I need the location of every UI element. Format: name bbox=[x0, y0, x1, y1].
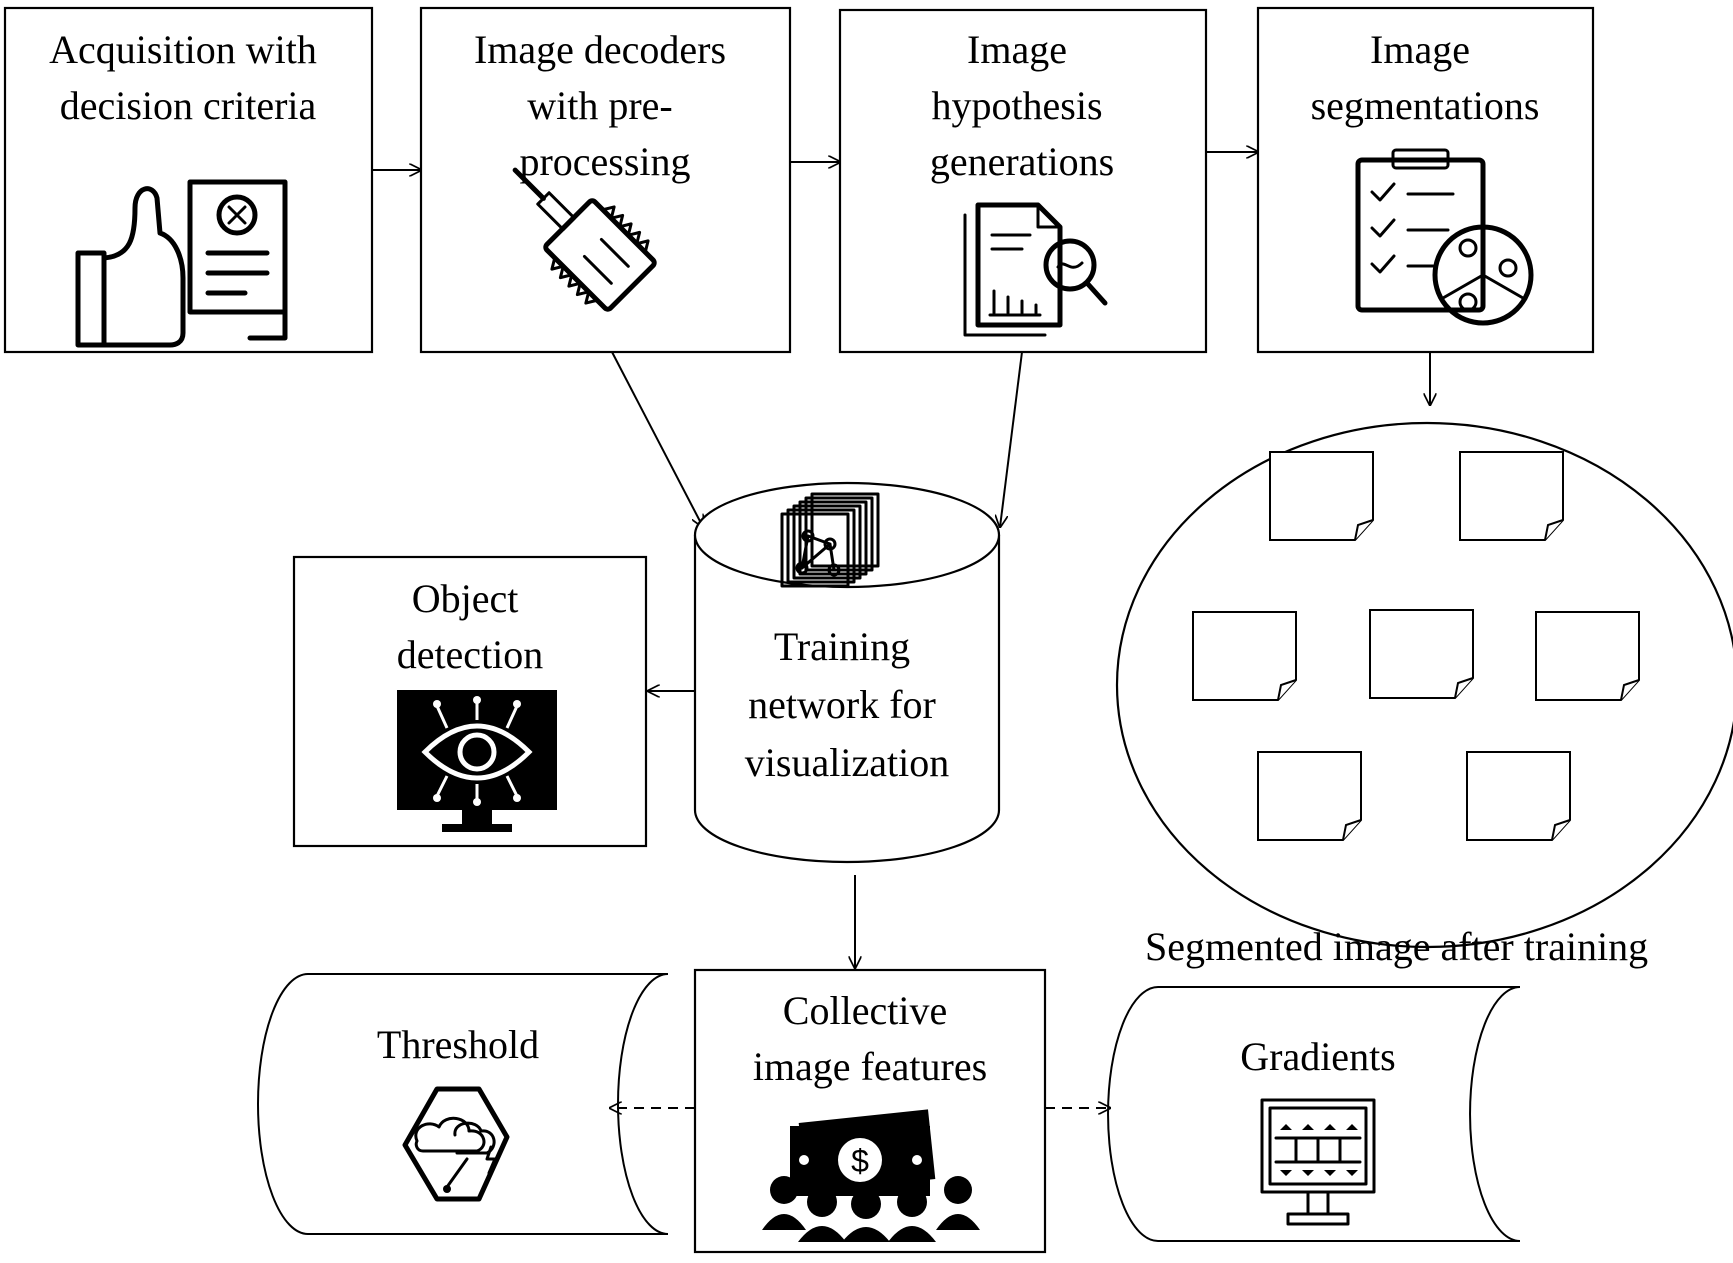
segmentations-label-line-2: segmentations bbox=[1311, 83, 1540, 128]
gradients-label: Gradients bbox=[1240, 1034, 1396, 1079]
acquisition-node: Acquisition with decision criteria bbox=[3, 6, 374, 354]
hand-stop-document-icon bbox=[75, 179, 288, 348]
segment-piece bbox=[1257, 751, 1362, 841]
hypothesis-node: Image hypothesis generations bbox=[838, 8, 1208, 354]
acquisition-label-line-1: Acquisition with bbox=[49, 27, 317, 72]
ai-eye-monitor-icon bbox=[397, 690, 557, 832]
decoders-label-line-2: with pre- bbox=[527, 83, 673, 128]
svg-text:Image segmentations: Image segmentations bbox=[1311, 27, 1540, 128]
object-detection-node: Object detection bbox=[292, 555, 648, 848]
segment-piece bbox=[1192, 611, 1297, 701]
threshold-label: Threshold bbox=[377, 1022, 539, 1067]
segment-piece bbox=[1269, 451, 1374, 541]
gradients-node: Gradients bbox=[1107, 986, 1521, 1242]
acquisition-label-line-2: decision criteria bbox=[60, 83, 317, 128]
money-group-icon: $ bbox=[762, 1109, 980, 1242]
threshold-node: Threshold bbox=[257, 973, 669, 1235]
training-node: Training network for visualization bbox=[693, 481, 1001, 864]
training-label-line-1: Training bbox=[774, 624, 910, 669]
object-detection-label-line-2: detection bbox=[397, 632, 544, 677]
training-label-line-3: visualization bbox=[745, 740, 949, 785]
svg-text:Acquisition with decisio: Acquisition with decision criteria bbox=[49, 27, 327, 128]
decoders-label-line-3: processing bbox=[519, 139, 690, 184]
svg-text:Collective image feature: Collective image features bbox=[753, 988, 987, 1089]
checklist-users-icon bbox=[1355, 148, 1534, 326]
svg-text:Image decoders with pre-: Image decoders with pre- processing bbox=[474, 27, 736, 184]
training-label-line-2: network for bbox=[748, 682, 936, 727]
segment-piece bbox=[1535, 611, 1640, 701]
svg-text:$: $ bbox=[851, 1143, 869, 1179]
hypothesis-label-line-1: Image bbox=[967, 27, 1067, 72]
segmentations-node: Image segmentations bbox=[1256, 6, 1595, 354]
svg-text:Training network for: Training network for visualization bbox=[745, 624, 949, 785]
report-magnifier-icon bbox=[963, 202, 1108, 337]
storm-cloud-icon bbox=[402, 1086, 510, 1202]
arrow-hypothesis-to-training bbox=[1000, 351, 1023, 527]
decoders-label-line-1: Image decoders bbox=[474, 27, 726, 72]
svg-text:Image hypothesis g: Image hypothesis generations bbox=[930, 27, 1114, 184]
segmented-caption: Segmented image after training bbox=[1145, 924, 1648, 969]
collective-node: Collective image features $ bbox=[693, 968, 1047, 1254]
collective-label-line-2: image features bbox=[753, 1044, 987, 1089]
object-detection-label-line-1: Object bbox=[412, 576, 519, 621]
arrow-decoders-to-training bbox=[611, 351, 703, 527]
svg-text:Object detection: Object detection bbox=[397, 576, 544, 677]
segment-piece bbox=[1459, 451, 1564, 541]
segmentations-label-line-1: Image bbox=[1370, 27, 1470, 72]
segment-piece bbox=[1369, 609, 1474, 699]
usb-probe-icon bbox=[512, 167, 657, 312]
segment-piece bbox=[1466, 751, 1571, 841]
decoders-node: Image decoders with pre- processing bbox=[419, 6, 792, 354]
hypothesis-label-line-3: generations bbox=[930, 139, 1114, 184]
neural-network-stack-icon bbox=[780, 492, 880, 588]
hypothesis-label-line-2: hypothesis bbox=[931, 83, 1102, 128]
segmented-image-region bbox=[1115, 421, 1733, 949]
monitor-slider-icon bbox=[1260, 1098, 1376, 1226]
collective-label-line-1: Collective bbox=[783, 988, 947, 1033]
